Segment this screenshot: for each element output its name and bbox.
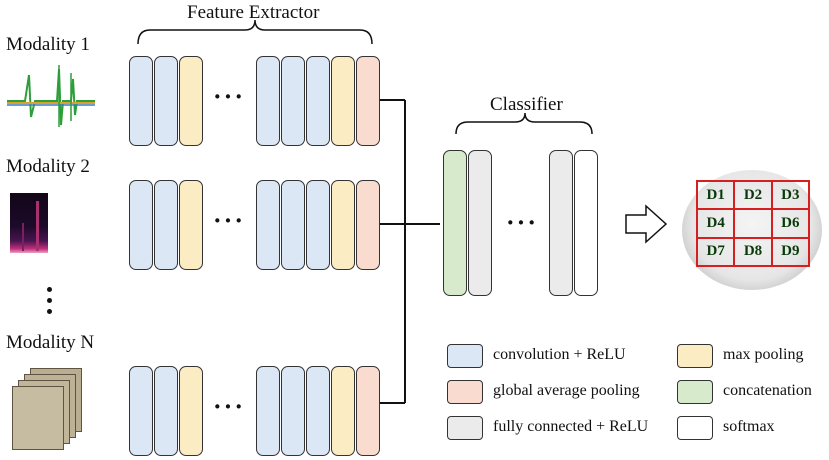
- legend-conv-label: convolution + ReLU: [493, 346, 626, 363]
- fen-pool-layer-1: [179, 366, 203, 456]
- legend-cat-swatch: [677, 380, 713, 404]
- legend-fc-swatch: [447, 416, 483, 440]
- fe1-gap-layer: [356, 56, 380, 146]
- classifier-concat-layer: [443, 150, 467, 296]
- fe1-pool-layer-2: [331, 56, 355, 146]
- fe2-gap-layer: [356, 180, 380, 270]
- classifier-title: Classifier: [490, 94, 563, 115]
- legend-gap-label: global average pooling: [493, 382, 640, 399]
- modality-2-spectrogram-image: [10, 193, 48, 253]
- zone-d9: D9: [771, 237, 809, 266]
- classifier-ellipsis: ···: [506, 208, 539, 237]
- fe2-conv-layer-2: [154, 180, 178, 270]
- legend-gap-swatch: [447, 380, 483, 404]
- fen-conv-layer-5: [306, 366, 330, 456]
- classifier-fc-layer-1: [468, 150, 492, 296]
- zone-d4: D4: [697, 209, 735, 238]
- fen-conv-layer-1: [129, 366, 153, 456]
- feature-extractor-title: Feature Extractor: [187, 2, 320, 23]
- legend-soft-label: softmax: [723, 418, 775, 435]
- fe2-conv-layer-3: [256, 180, 280, 270]
- fen-gap-layer: [356, 366, 380, 456]
- modality-1-label: Modality 1: [6, 34, 90, 55]
- fe2-pool-layer-2: [331, 180, 355, 270]
- legend-pool-swatch: [677, 344, 713, 368]
- modality-1-signal-image: [7, 65, 95, 127]
- legend-fc-label: fully connected + ReLU: [493, 418, 649, 435]
- legend-soft-swatch: [677, 416, 713, 440]
- fe1-conv-layer-5: [306, 56, 330, 146]
- zone-d1: D1: [697, 181, 735, 210]
- fen-conv-layer-2: [154, 366, 178, 456]
- legend-conv-swatch: [447, 344, 483, 368]
- fe1-conv-layer-2: [154, 56, 178, 146]
- zone-d6: D6: [771, 209, 809, 238]
- fen-conv-layer-4: [281, 366, 305, 456]
- classifier-softmax-layer: [574, 150, 598, 296]
- zone-d7: D7: [697, 237, 735, 266]
- fe2-conv-layer-4: [281, 180, 305, 270]
- zone-center: [734, 209, 772, 238]
- fe2-conv-layer-5: [306, 180, 330, 270]
- fe1-conv-layer-4: [281, 56, 305, 146]
- fe2-ellipsis: ···: [213, 206, 246, 235]
- modality-n-label: Modality N: [6, 332, 95, 353]
- fen-ellipsis: ···: [213, 392, 246, 421]
- fen-pool-layer-2: [331, 366, 355, 456]
- fe1-pool-layer-1: [179, 56, 203, 146]
- fe2-conv-layer-1: [129, 180, 153, 270]
- classifier-fc-layer-2: [549, 150, 573, 296]
- modality-ellipsis: [46, 287, 54, 320]
- fe2-pool-layer-1: [179, 180, 203, 270]
- zone-d2: D2: [734, 181, 772, 210]
- zone-grid: D1 D2 D3 D4 D6 D7 D8 D9: [696, 180, 810, 267]
- sample-disc: [682, 170, 822, 290]
- output-sample-image: D1 D2 D3 D4 D6 D7 D8 D9: [682, 170, 822, 290]
- modality-n-image-stack: [12, 368, 82, 450]
- fe1-conv-layer-1: [129, 56, 153, 146]
- zone-d3: D3: [771, 181, 809, 210]
- fe1-conv-layer-3: [256, 56, 280, 146]
- fen-conv-layer-3: [256, 366, 280, 456]
- legend-cat-label: concatenation: [723, 382, 812, 399]
- fe1-ellipsis: ···: [213, 82, 246, 111]
- legend-pool-label: max pooling: [723, 346, 804, 363]
- zone-d8: D8: [734, 237, 772, 266]
- modality-2-label: Modality 2: [6, 156, 90, 177]
